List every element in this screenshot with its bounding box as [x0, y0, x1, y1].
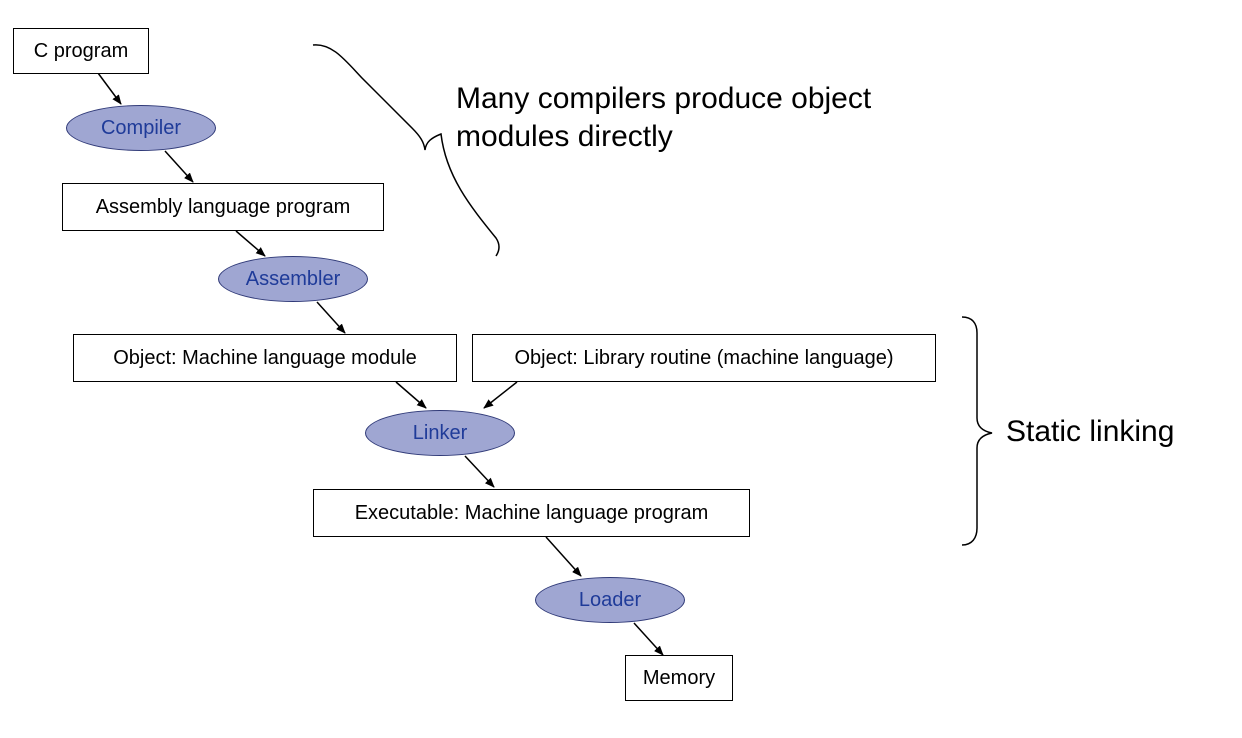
arrow-object-to-linker [395, 381, 427, 409]
executable-box: Executable: Machine language program [313, 489, 750, 537]
assembler-node: Assembler [218, 256, 368, 302]
compiler-note-line2: modules directly [456, 120, 673, 153]
static-linking-brace [961, 316, 993, 546]
static-linking-label: Static linking [1006, 415, 1175, 448]
loader-node: Loader [535, 577, 685, 623]
arrow-linker-to-executable [464, 455, 495, 488]
compiler-note-brace [312, 44, 500, 257]
arrow-assembler-to-object [316, 301, 346, 334]
linker-node: Linker [365, 410, 515, 456]
c-program-box: C program [13, 28, 149, 74]
arrow-assembly-to-assembler [235, 230, 266, 257]
compiler-note: Many compilers produce object modules di… [456, 80, 871, 156]
arrow-library-to-linker [483, 381, 518, 409]
arrow-compiler-to-assembly [164, 150, 194, 183]
library-routine-box: Object: Library routine (machine languag… [472, 334, 936, 382]
compiler-node: Compiler [66, 105, 216, 151]
arrow-cprogram-to-compiler [97, 72, 122, 105]
memory-box: Memory [625, 655, 733, 701]
arrow-executable-to-loader [545, 536, 582, 577]
arrow-loader-to-memory [633, 622, 664, 656]
object-module-box: Object: Machine language module [73, 334, 457, 382]
assembly-program-box: Assembly language program [62, 183, 384, 231]
compiler-note-line1: Many compilers produce object [456, 82, 872, 115]
